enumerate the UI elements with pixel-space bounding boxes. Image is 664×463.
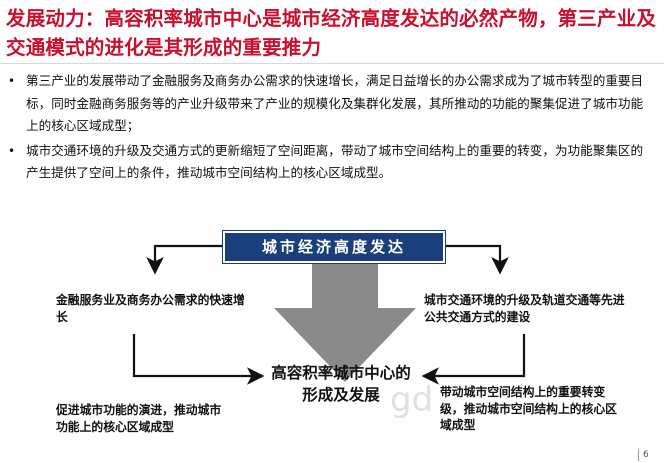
connector-right-top [443, 244, 509, 275]
bullet-item: • 第三产业的发展带动了金融服务及商务办公需求的快速增长，满足日益增长的办公需求… [4, 70, 654, 138]
node-right-bottom: 带动城市空间结构上的重要转变级，推动城市空间结构上的核心区域成型 [440, 385, 617, 432]
title-divider [0, 63, 664, 64]
bullet-dot-icon: • [8, 143, 16, 158]
connector-left-bottom [132, 334, 265, 385]
bullet-list: • 第三产业的发展带动了金融服务及商务办公需求的快速增长，满足日益增长的办公需求… [4, 70, 654, 187]
node-right-top: 城市交通环境的升级及轨道交通等先进公共交通方式的建设 [424, 293, 625, 324]
page-number: 6 [638, 449, 649, 461]
page-title: 发展动力：高容积率城市中心是城市经济高度发达的必然产物，第三产业及交通模式的进化… [6, 7, 657, 59]
connector-left-top [146, 244, 223, 275]
bullet-text: 第三产业的发展带动了金融服务及商务办公需求的快速增长，满足日益增长的办公需求成为… [26, 73, 644, 133]
bullet-text: 城市交通环境的升级及交通方式的更新缩短了空间距离，带动了城市空间结构上的重要的转… [26, 142, 644, 181]
node-center: 高容积率城市中心的形成及发展 [271, 364, 411, 404]
bullet-dot-icon: • [8, 74, 16, 88]
big-down-arrow-icon [274, 262, 416, 382]
watermark-logo: gd [390, 380, 434, 420]
node-left-bottom: 促进城市功能的演进，推动城市功能上的核心区域成型 [56, 403, 222, 434]
node-left-top: 金融服务业及商务办公需求的快速增长 [56, 293, 245, 324]
bullet-item: • 城市交通环境的升级及交通方式的更新缩短了空间距离，带动了城市空间结构上的重要… [4, 140, 654, 185]
connector-right-bottom [421, 334, 526, 385]
diagram-banner: 城市经济高度发达 [223, 231, 445, 263]
